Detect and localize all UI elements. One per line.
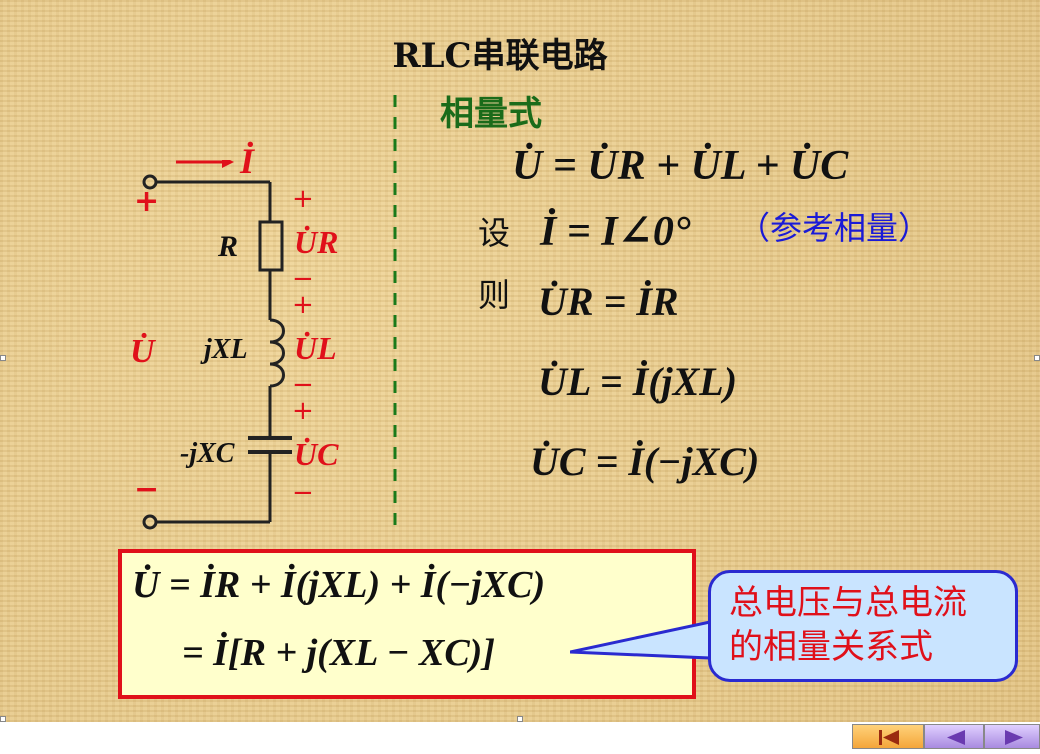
ul-minus: −: [292, 370, 314, 400]
selection-handle-left[interactable]: [0, 355, 6, 361]
selection-handle-right[interactable]: [1034, 355, 1040, 361]
slide-title: RLC串联电路: [392, 36, 608, 76]
reference-phasor-note: （参考相量）: [738, 209, 931, 247]
callout-line-1: 总电压与总电流: [729, 583, 967, 623]
current-label: İ: [240, 141, 255, 181]
previous-slide-button[interactable]: [924, 724, 984, 749]
equation-ur: U̇R = İR: [538, 279, 679, 324]
slide-navigation: [852, 724, 1040, 749]
source-voltage-label: U̇: [130, 333, 155, 370]
section-label: 相量式: [440, 94, 542, 134]
next-slide-icon: [1005, 730, 1023, 745]
resistor-label: R: [218, 230, 239, 263]
uc-plus: +: [292, 396, 314, 426]
previous-slide-icon: [947, 730, 965, 745]
ur-plus: +: [292, 184, 314, 214]
rlc-circuit-diagram: [142, 160, 292, 530]
inductor-symbol: [269, 318, 285, 388]
callout-bubble: 总电压与总电流 的相量关系式: [708, 570, 1018, 682]
first-slide-button[interactable]: [852, 724, 924, 749]
slide-canvas: RLC串联电路 相量式 U̇ = U̇R + U̇L + U̇C 设 İ = I…: [0, 0, 1040, 722]
set-word: 设: [478, 214, 511, 252]
callout-pointer: [570, 620, 712, 660]
equation-reference-current: İ = I∠0°: [540, 209, 691, 255]
inductor-label: jXL: [204, 334, 248, 365]
uc-label: U̇C: [294, 436, 339, 472]
summary-row-2: = İ[R + j(XL − XC)]: [182, 632, 495, 674]
selection-handle-bottom-left[interactable]: [0, 716, 6, 722]
capacitor-label: -jXC: [180, 438, 235, 469]
selection-handle-bottom[interactable]: [517, 716, 523, 722]
source-minus: −: [134, 472, 160, 507]
equation-ul: U̇L = İ(jXL): [538, 359, 738, 404]
callout-line-2: 的相量关系式: [729, 627, 933, 667]
ur-label: U̇R: [294, 224, 339, 260]
next-slide-button[interactable]: [984, 724, 1040, 749]
ul-plus: +: [292, 290, 314, 320]
equation-kvl-text: U̇ = U̇R + U̇L + U̇C: [512, 143, 849, 189]
then-word: 则: [478, 276, 511, 314]
arrowhead-icon: [222, 160, 234, 168]
uc-minus: −: [292, 478, 314, 508]
summary-row-1: U̇ = İR + İ(jXL) + İ(−jXC): [132, 564, 546, 606]
ur-minus: −: [292, 264, 314, 294]
ul-label: U̇L: [294, 330, 337, 366]
source-plus: +: [134, 184, 160, 219]
resistor-symbol: [258, 220, 284, 272]
equation-uc: U̇C = İ(−jXC): [530, 439, 760, 484]
first-slide-icon: [879, 730, 899, 745]
dashed-divider: [393, 95, 397, 535]
equation-kvl: U̇ = U̇R + U̇L + U̇C: [512, 142, 848, 190]
bottom-terminal: [142, 514, 158, 530]
